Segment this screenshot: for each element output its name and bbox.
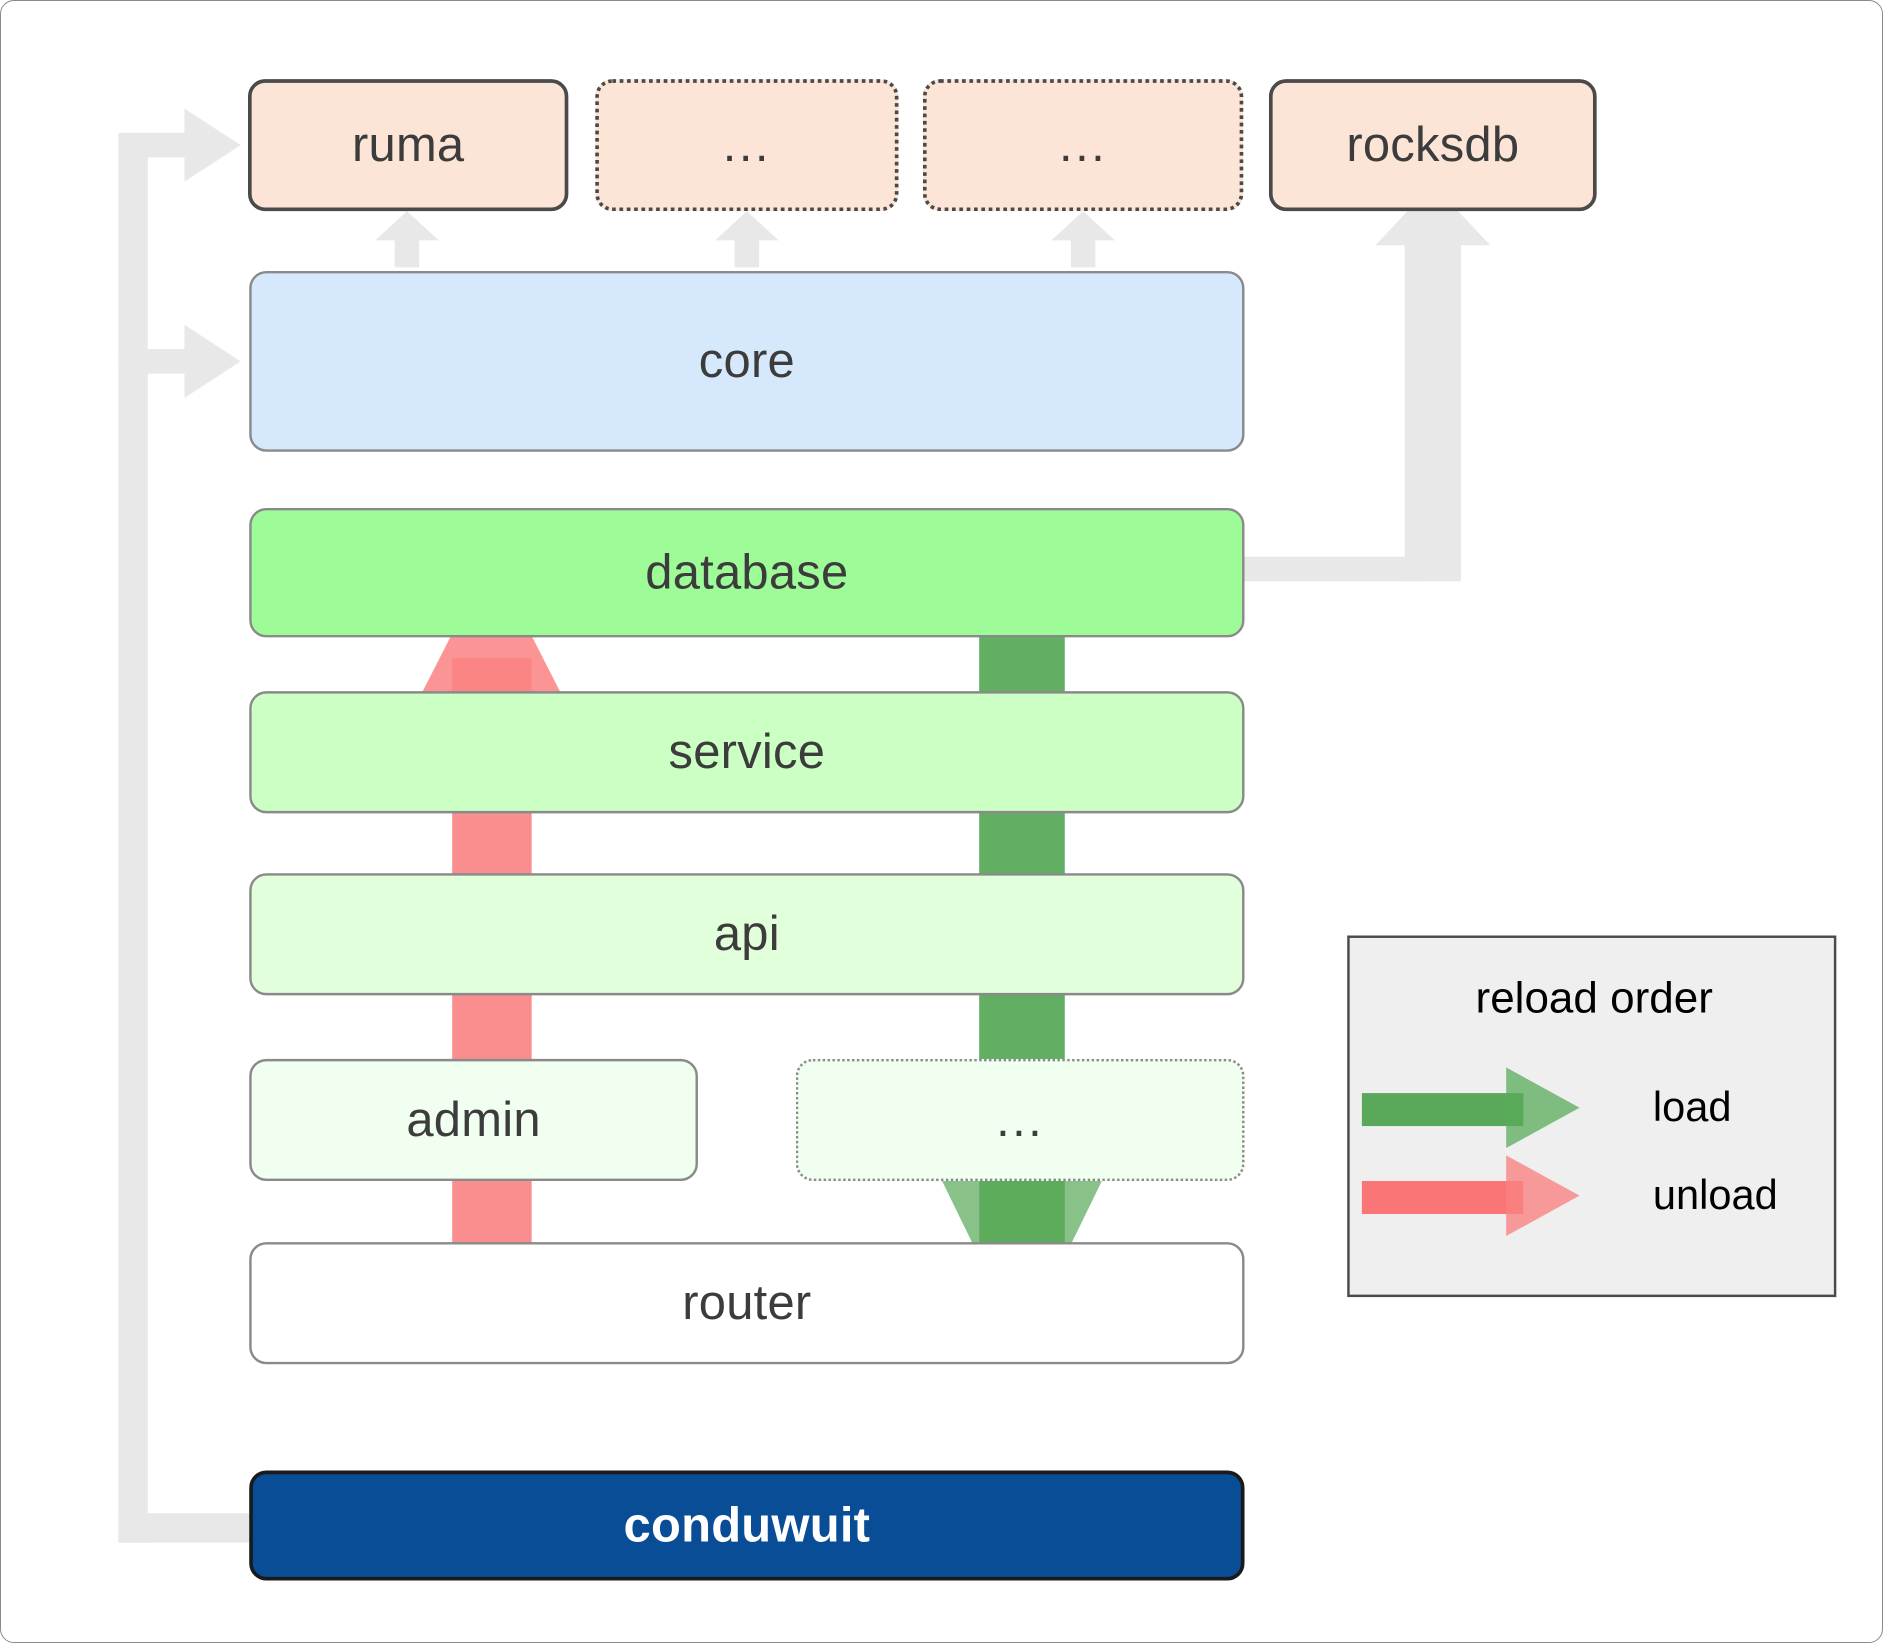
- legend-item-unload: unload: [1350, 1153, 1839, 1239]
- legend-title: reload order: [1475, 972, 1713, 1023]
- arrow-core-to-dep3: [1051, 211, 1115, 268]
- node-dependency-placeholder-1[interactable]: ...: [595, 79, 899, 212]
- node-core[interactable]: core: [249, 270, 1245, 452]
- node-service[interactable]: service: [249, 691, 1245, 814]
- legend-load-arrow-icon: [1350, 1065, 1619, 1151]
- node-service-label: service: [668, 724, 826, 779]
- node-layer-placeholder-label: ...: [996, 1092, 1045, 1147]
- grey-dependency-connector: [118, 108, 250, 1543]
- node-database[interactable]: database: [249, 507, 1245, 638]
- node-ruma-label: ruma: [351, 117, 465, 172]
- arrow-core-to-dep2: [715, 211, 779, 268]
- node-layer-placeholder[interactable]: ...: [795, 1058, 1245, 1182]
- grey-rocksdb-connector: [1244, 184, 1491, 582]
- node-ruma[interactable]: ruma: [247, 79, 569, 212]
- node-api[interactable]: api: [249, 873, 1245, 996]
- node-admin[interactable]: admin: [249, 1058, 698, 1182]
- legend-unload-arrow-icon: [1350, 1153, 1619, 1239]
- node-dependency-placeholder-2[interactable]: ...: [922, 79, 1244, 212]
- node-database-label: database: [645, 545, 849, 599]
- legend-load-label: load: [1652, 1083, 1732, 1131]
- legend-unload-label: unload: [1652, 1171, 1778, 1219]
- legend-item-load: load: [1350, 1065, 1839, 1151]
- node-core-label: core: [698, 333, 795, 388]
- node-conduwuit[interactable]: conduwuit: [249, 1470, 1245, 1581]
- arrow-core-to-ruma: [375, 211, 439, 268]
- node-router[interactable]: router: [249, 1242, 1245, 1365]
- core-to-dependency-arrows: [375, 211, 1115, 268]
- node-router-label: router: [682, 1275, 812, 1330]
- node-dependency-placeholder-2-label: ...: [1059, 117, 1108, 172]
- node-admin-label: admin: [406, 1092, 541, 1147]
- node-rocksdb-label: rocksdb: [1346, 117, 1520, 172]
- node-api-label: api: [713, 906, 780, 961]
- legend-panel: reload order load unload: [1347, 935, 1839, 1298]
- node-dependency-placeholder-1-label: ...: [722, 117, 771, 172]
- node-conduwuit-label: conduwuit: [623, 1498, 871, 1552]
- node-rocksdb[interactable]: rocksdb: [1268, 79, 1597, 212]
